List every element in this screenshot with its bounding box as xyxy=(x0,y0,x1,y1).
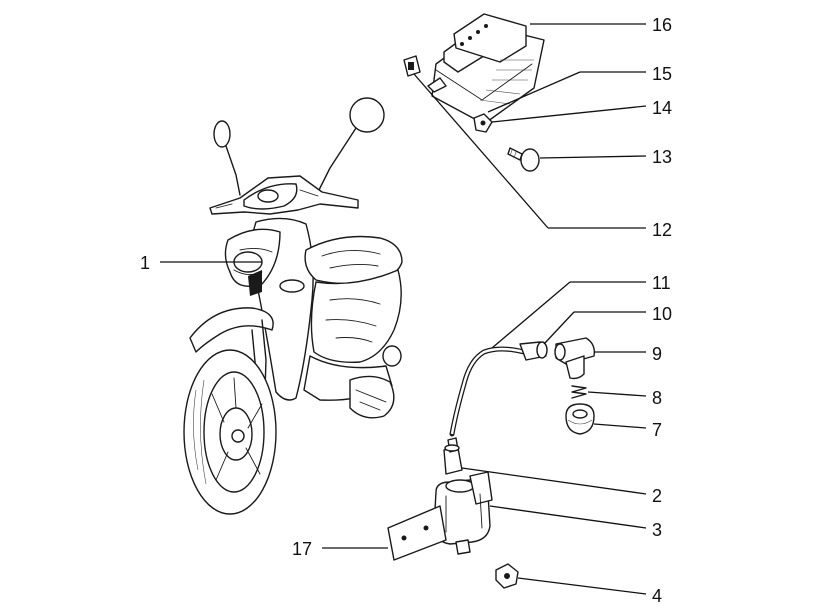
leader-4 xyxy=(517,577,647,595)
callout-3: 3 xyxy=(652,520,662,540)
coil-bracket xyxy=(387,505,447,561)
callout-1: 1 xyxy=(140,253,150,273)
leader-8 xyxy=(587,391,647,397)
leader-2 xyxy=(461,467,647,495)
voltage-regulator xyxy=(427,13,545,125)
spring xyxy=(571,385,587,399)
callout-7: 7 xyxy=(652,420,662,440)
rear-body xyxy=(303,235,403,419)
front-wheel xyxy=(183,349,277,515)
leader-14 xyxy=(491,105,647,123)
handlebar xyxy=(209,175,359,215)
coil-nut xyxy=(495,563,519,589)
callout-12: 12 xyxy=(652,220,672,240)
mirror-right xyxy=(317,97,385,193)
leader-11 xyxy=(491,281,571,349)
callout-9: 9 xyxy=(652,344,662,364)
callout-15: 15 xyxy=(652,64,672,84)
callout-11: 11 xyxy=(652,273,671,293)
callout-14: 14 xyxy=(652,98,672,118)
leader-12 xyxy=(413,73,549,229)
leader-10 xyxy=(543,311,575,345)
ht-cable xyxy=(449,346,527,437)
leader-7 xyxy=(593,423,647,429)
callout-13: 13 xyxy=(652,147,672,167)
ignition-coil xyxy=(433,471,493,555)
mounting-bolt xyxy=(507,147,540,172)
callout-4: 4 xyxy=(652,586,662,606)
cable-end xyxy=(519,341,548,361)
regulator-nut xyxy=(473,113,493,133)
callout-labels: 16 15 14 13 12 11 10 9 8 7 2 3 4 17 1 xyxy=(140,15,672,606)
callout-16: 16 xyxy=(652,15,672,35)
callout-10: 10 xyxy=(652,304,672,324)
spark-plug-cap xyxy=(554,337,596,380)
leader-3 xyxy=(489,505,647,529)
rubber-cap xyxy=(565,403,595,435)
leader-lines xyxy=(160,23,647,595)
callout-8: 8 xyxy=(652,388,662,408)
coil-connector xyxy=(443,437,463,475)
connector-terminal xyxy=(403,55,421,77)
callout-2: 2 xyxy=(652,486,662,506)
leader-13 xyxy=(539,155,647,159)
mirror-left xyxy=(213,120,241,196)
leader-15 xyxy=(487,71,581,113)
callout-17: 17 xyxy=(292,539,312,559)
scooter-illustration xyxy=(183,97,403,515)
